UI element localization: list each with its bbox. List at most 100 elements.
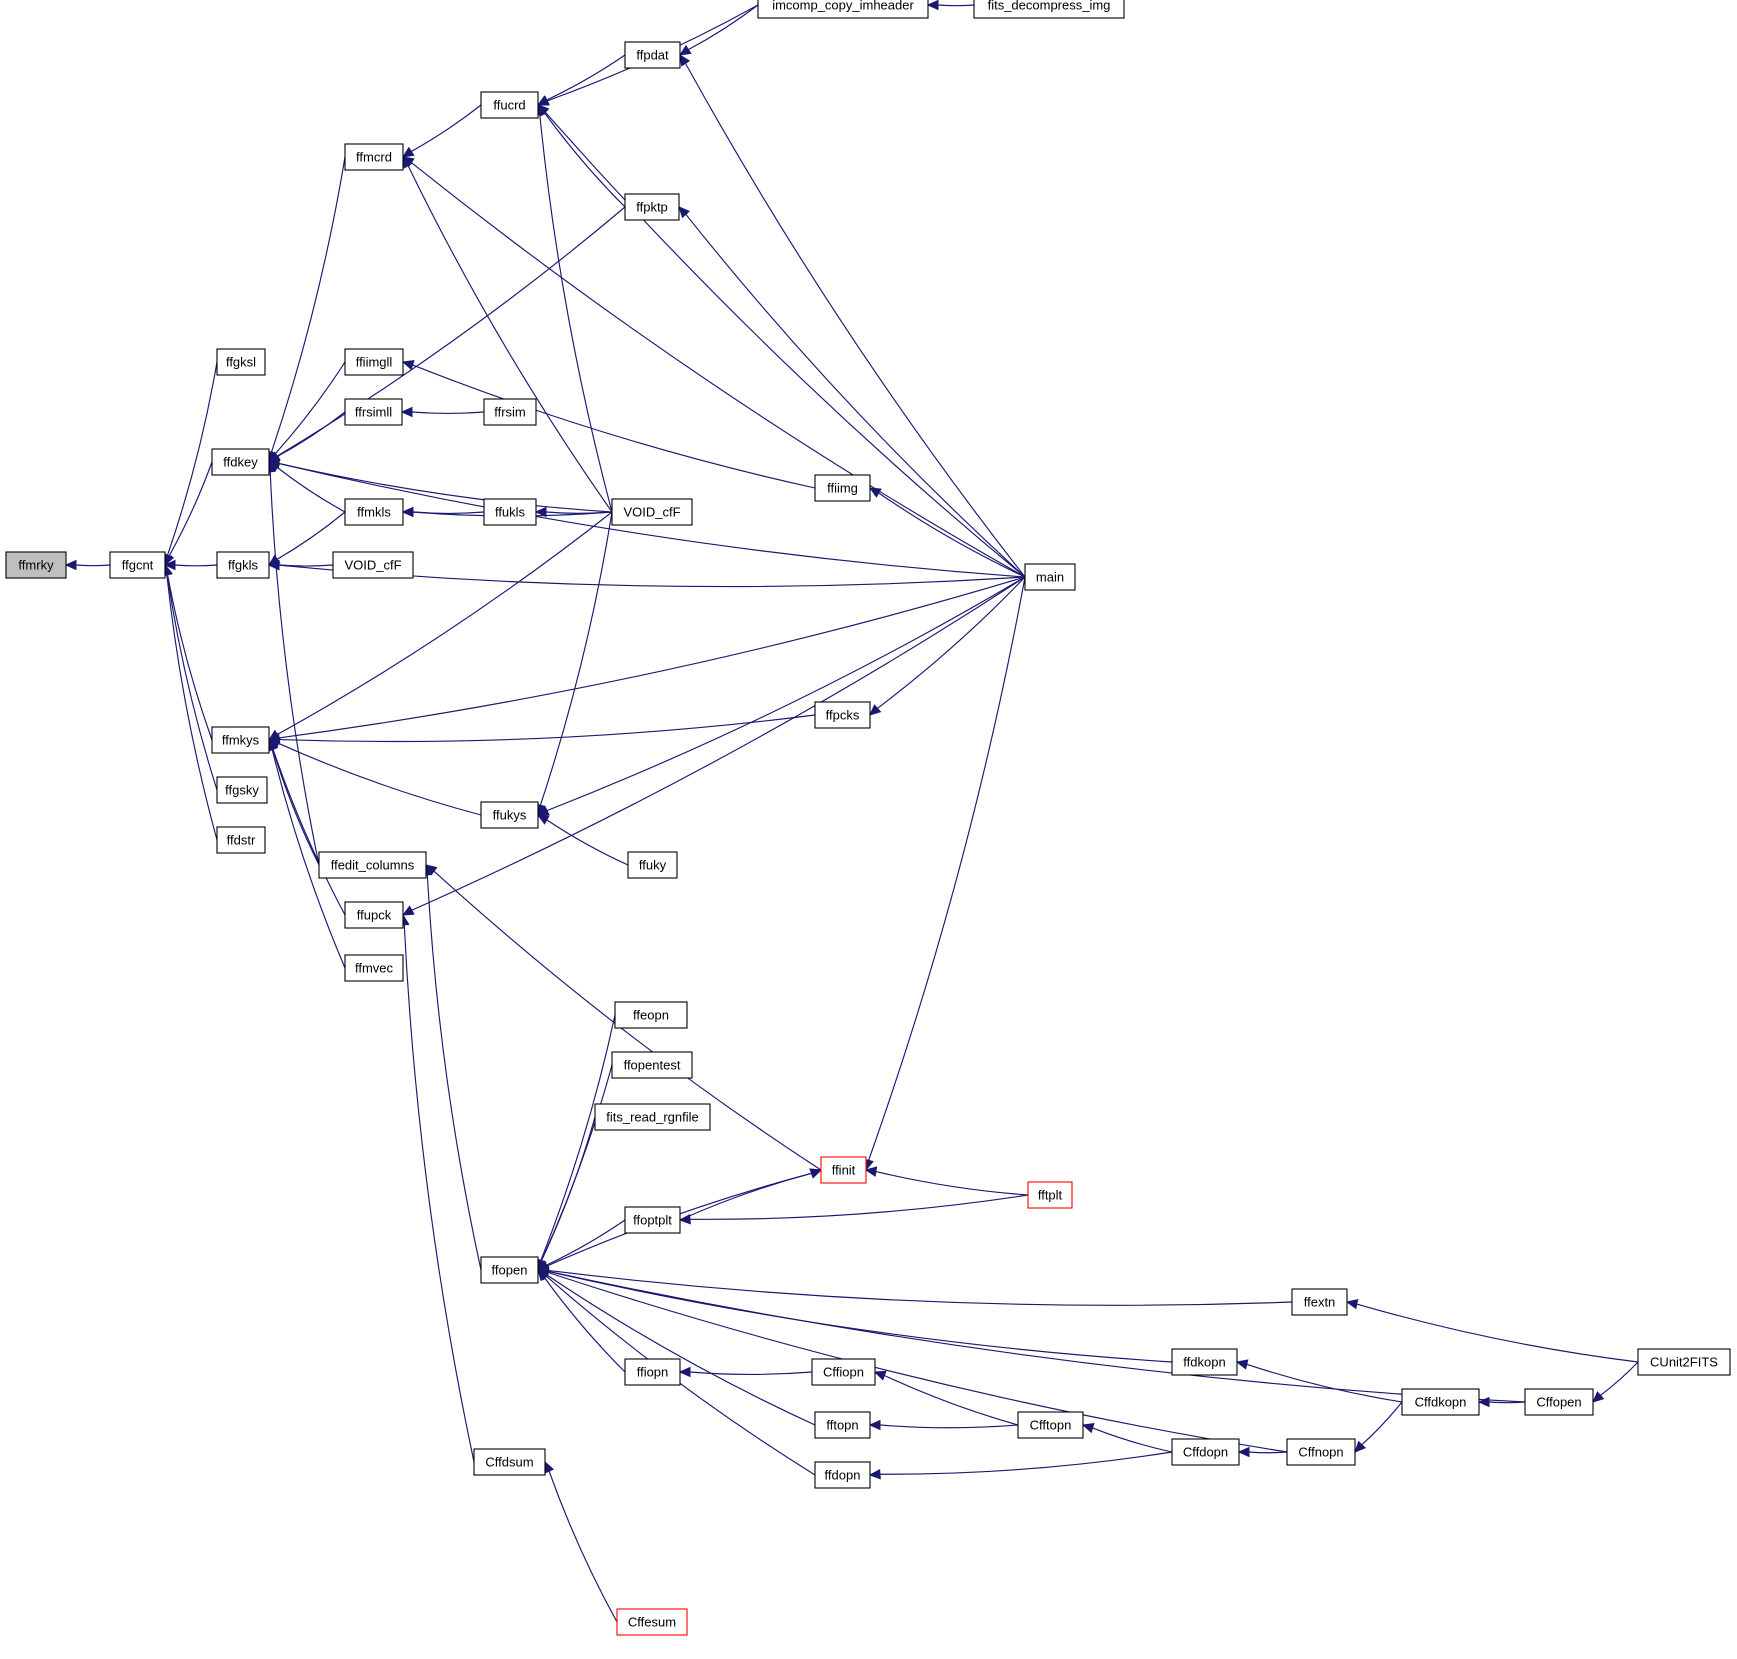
node-box-ffopen[interactable] <box>480 1256 539 1284</box>
node-ffrsim[interactable]: ffrsim <box>483 398 537 426</box>
node-ffiimg[interactable]: ffiimg <box>814 474 871 502</box>
node-box-ffmkls[interactable] <box>344 498 404 526</box>
node-Cffdopn[interactable]: Cffdopn <box>1171 1438 1240 1466</box>
node-imcomp_copy_imheader[interactable]: imcomp_copy_imheader <box>757 0 929 19</box>
node-box-ffgcnt[interactable] <box>109 551 166 579</box>
node-ffucrd[interactable]: ffucrd <box>480 91 539 119</box>
node-ffoptplt[interactable]: ffoptplt <box>624 1206 681 1234</box>
node-ffpdat[interactable]: ffpdat <box>624 41 681 69</box>
node-ffdkey[interactable]: ffdkey <box>211 448 270 476</box>
node-Cfftopn[interactable]: Cfftopn <box>1017 1411 1084 1439</box>
node-box-Cfftopn[interactable] <box>1017 1411 1084 1439</box>
node-box-VOID_cfF_b[interactable] <box>332 551 414 579</box>
node-box-Cffdkopn[interactable] <box>1401 1388 1480 1416</box>
node-box-Cffopen[interactable] <box>1524 1388 1594 1416</box>
node-box-Cffdsum[interactable] <box>473 1448 546 1476</box>
node-ffiimgll[interactable]: ffiimgll <box>344 348 404 376</box>
node-Cffesum[interactable]: Cffesum <box>616 1608 688 1636</box>
node-box-ffukys[interactable] <box>480 801 539 829</box>
node-box-ffdkopn[interactable] <box>1171 1348 1238 1376</box>
node-ffdkopn[interactable]: ffdkopn <box>1171 1348 1238 1376</box>
node-main[interactable]: main <box>1024 563 1076 591</box>
node-ffgsky[interactable]: ffgsky <box>216 776 268 804</box>
node-ffedit_columns[interactable]: ffedit_columns <box>318 851 427 879</box>
node-ffmrky[interactable]: ffmrky <box>5 551 67 579</box>
node-ffpktp[interactable]: ffpktp <box>624 193 680 221</box>
node-box-ffpcks[interactable] <box>814 701 871 729</box>
node-box-Cffdopn[interactable] <box>1171 1438 1240 1466</box>
node-box-ffdkey[interactable] <box>211 448 270 476</box>
node-box-ffgkls[interactable] <box>216 551 270 579</box>
node-box-ffopentest[interactable] <box>611 1051 693 1079</box>
node-ffextn[interactable]: ffextn <box>1291 1288 1348 1316</box>
node-ffpcks[interactable]: ffpcks <box>814 701 871 729</box>
node-ffgksl[interactable]: ffgksl <box>216 348 266 376</box>
node-box-ffmcrd[interactable] <box>344 143 404 171</box>
node-fits_decompress_img[interactable]: fits_decompress_img <box>973 0 1125 19</box>
node-ffdopn[interactable]: ffdopn <box>814 1461 871 1489</box>
node-box-fits_read_rgnfile[interactable] <box>594 1103 711 1131</box>
node-ffgkls[interactable]: ffgkls <box>216 551 270 579</box>
node-ffiopn[interactable]: ffiopn <box>624 1358 681 1386</box>
node-ffeopn[interactable]: ffeopn <box>614 1001 688 1029</box>
node-box-ffpdat[interactable] <box>624 41 681 69</box>
node-box-Cffiopn[interactable] <box>811 1358 876 1386</box>
node-Cffdkopn[interactable]: Cffdkopn <box>1401 1388 1480 1416</box>
node-CUnit2FITS[interactable]: CUnit2FITS <box>1637 1348 1731 1376</box>
node-box-ffedit_columns[interactable] <box>318 851 427 879</box>
node-box-Cffnopn[interactable] <box>1286 1438 1356 1466</box>
node-box-fftplt[interactable] <box>1027 1181 1073 1209</box>
node-VOID_cfF_a[interactable]: VOID_cfF <box>611 498 693 526</box>
node-box-ffgksl[interactable] <box>216 348 266 376</box>
node-ffdstr[interactable]: ffdstr <box>216 826 266 854</box>
node-box-main[interactable] <box>1024 563 1076 591</box>
node-ffopen[interactable]: ffopen <box>480 1256 539 1284</box>
node-ffukys[interactable]: ffukys <box>480 801 539 829</box>
node-box-ffukls[interactable] <box>483 498 537 526</box>
node-fftplt[interactable]: fftplt <box>1027 1181 1073 1209</box>
node-box-ffucrd[interactable] <box>480 91 539 119</box>
node-ffupck[interactable]: ffupck <box>344 901 404 929</box>
node-box-ffrsimll[interactable] <box>344 398 403 426</box>
node-ffmkys[interactable]: ffmkys <box>211 726 270 754</box>
node-VOID_cfF_b[interactable]: VOID_cfF <box>332 551 414 579</box>
node-box-ffgsky[interactable] <box>216 776 268 804</box>
node-box-ffiimgll[interactable] <box>344 348 404 376</box>
node-ffuky[interactable]: ffuky <box>627 851 678 879</box>
node-Cffdsum[interactable]: Cffdsum <box>473 1448 546 1476</box>
node-Cffnopn[interactable]: Cffnopn <box>1286 1438 1356 1466</box>
node-box-fftopn[interactable] <box>814 1411 871 1439</box>
node-box-ffmrky[interactable] <box>5 551 67 579</box>
node-box-fits_decompress_img[interactable] <box>973 0 1125 19</box>
node-box-ffmvec[interactable] <box>344 954 404 982</box>
node-box-ffdstr[interactable] <box>216 826 266 854</box>
node-box-ffuky[interactable] <box>627 851 678 879</box>
node-box-ffdopn[interactable] <box>814 1461 871 1489</box>
node-box-ffupck[interactable] <box>344 901 404 929</box>
node-fftopn[interactable]: fftopn <box>814 1411 871 1439</box>
node-Cffiopn[interactable]: Cffiopn <box>811 1358 876 1386</box>
node-box-ffinit[interactable] <box>820 1156 867 1184</box>
node-box-imcomp_copy_imheader[interactable] <box>757 0 929 19</box>
node-box-ffoptplt[interactable] <box>624 1206 681 1234</box>
node-box-ffiopn[interactable] <box>624 1358 681 1386</box>
node-ffrsimll[interactable]: ffrsimll <box>344 398 403 426</box>
node-ffmkls[interactable]: ffmkls <box>344 498 404 526</box>
node-ffinit[interactable]: ffinit <box>820 1156 867 1184</box>
node-box-Cffesum[interactable] <box>616 1608 688 1636</box>
node-ffmvec[interactable]: ffmvec <box>344 954 404 982</box>
node-box-ffextn[interactable] <box>1291 1288 1348 1316</box>
node-box-VOID_cfF_a[interactable] <box>611 498 693 526</box>
node-Cffopen[interactable]: Cffopen <box>1524 1388 1594 1416</box>
node-box-ffeopn[interactable] <box>614 1001 688 1029</box>
node-ffopentest[interactable]: ffopentest <box>611 1051 693 1079</box>
node-ffmcrd[interactable]: ffmcrd <box>344 143 404 171</box>
node-fits_read_rgnfile[interactable]: fits_read_rgnfile <box>594 1103 711 1131</box>
node-ffgcnt[interactable]: ffgcnt <box>109 551 166 579</box>
node-box-ffpktp[interactable] <box>624 193 680 221</box>
node-box-CUnit2FITS[interactable] <box>1637 1348 1731 1376</box>
node-ffukls[interactable]: ffukls <box>483 498 537 526</box>
node-box-ffmkys[interactable] <box>211 726 270 754</box>
node-box-ffrsim[interactable] <box>483 398 537 426</box>
node-box-ffiimg[interactable] <box>814 474 871 502</box>
